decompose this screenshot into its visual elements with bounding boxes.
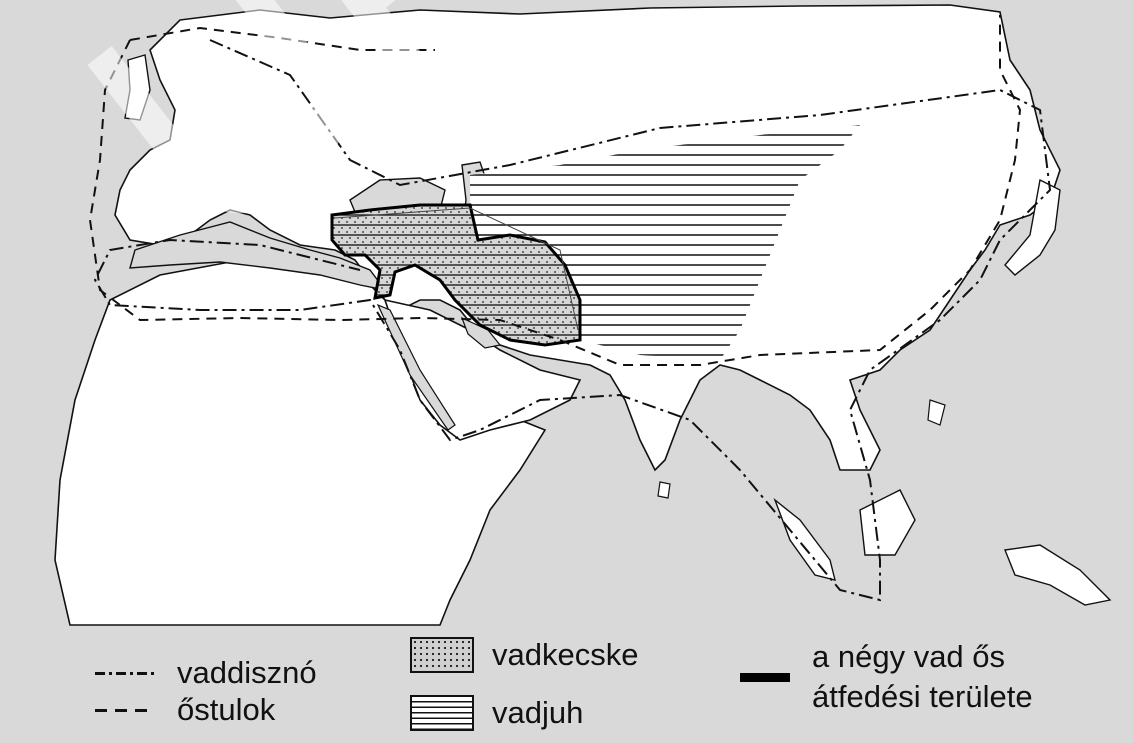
legend-label-overlap-line1: a négy vad ős: [812, 639, 1006, 674]
legend-item-wild-sheep: vadjuh: [410, 695, 583, 731]
legend-label-wild-sheep: vadjuh: [492, 695, 584, 730]
aurochs-range: [88, 15, 1022, 366]
dashed-line-swatch: [95, 708, 155, 712]
japan: [1004, 178, 1061, 276]
red-sea: [376, 303, 456, 431]
dash-dot-line-swatch: [95, 671, 155, 675]
philippines: [927, 399, 946, 426]
legend-label-overlap-line2: átfedési területe: [812, 679, 1033, 714]
hatched-pattern-swatch: [410, 695, 474, 731]
legend-item-aurochs: őstulok: [95, 692, 275, 728]
dotted-pattern-swatch: [410, 637, 474, 673]
legend-item-wild-goat: vadkecske: [410, 637, 638, 673]
legend-label-wild-boar: vaddisznó: [177, 655, 317, 690]
legend-label-wild-goat: vadkecske: [492, 637, 639, 672]
sumatra: [773, 497, 836, 581]
legend-label-aurochs: őstulok: [177, 692, 276, 727]
wild-goat-range: [334, 207, 579, 331]
legend-item-wild-boar: vaddisznó: [95, 655, 317, 691]
wild-boar-range: [93, 39, 1052, 602]
legend-item-overlap: [740, 673, 812, 682]
legend-overlap-text: a négy vad ős átfedési területe: [812, 637, 1033, 717]
map-legend: vaddisznó őstulok vadkecske vadjuh a nég…: [0, 625, 1133, 743]
bold-line-swatch: [740, 673, 790, 682]
sri-lanka: [657, 481, 671, 499]
overlap-area: [330, 203, 582, 347]
british-isles: [124, 54, 151, 121]
new-guinea: [1004, 544, 1112, 606]
